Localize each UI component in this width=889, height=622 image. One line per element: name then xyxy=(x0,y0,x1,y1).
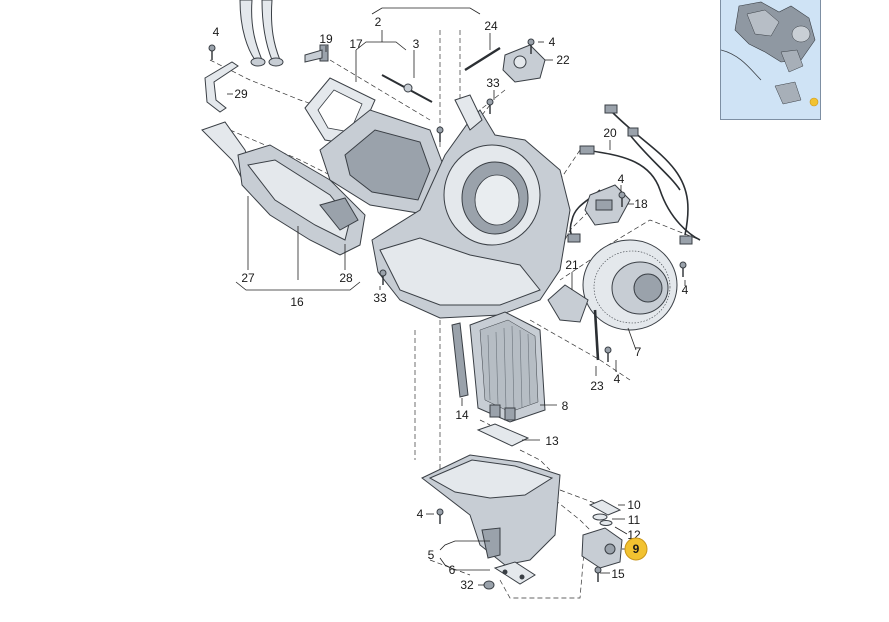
screws xyxy=(208,38,687,582)
label-32: 32 xyxy=(460,578,474,592)
label-9: 9 xyxy=(633,542,640,556)
screw-icon xyxy=(436,126,444,142)
label-18: 18 xyxy=(634,197,648,211)
flange-6 xyxy=(493,561,536,585)
label-4c: 4 xyxy=(618,172,625,186)
label-24: 24 xyxy=(484,19,498,33)
label-20: 20 xyxy=(603,126,617,140)
label-4e: 4 xyxy=(614,372,621,386)
label-4f: 4 xyxy=(417,507,424,521)
bracket-29 xyxy=(204,61,239,113)
gaskets-10-11-12 xyxy=(588,499,622,526)
callout-9-highlight[interactable]: 9 xyxy=(622,537,648,561)
label-10: 10 xyxy=(627,498,641,512)
label-15: 15 xyxy=(611,567,625,581)
label-19: 19 xyxy=(319,32,333,46)
screw-icon xyxy=(618,191,626,207)
screw-icon xyxy=(527,38,535,54)
servo-motor-22 xyxy=(502,44,546,83)
lower-housing-5 xyxy=(421,454,561,566)
part-labels: 2 3 17 19 4 24 4 22 33 29 20 4 18 21 4 7… xyxy=(213,15,689,592)
label-11: 11 xyxy=(628,513,641,527)
label-4a: 4 xyxy=(213,25,220,39)
blower-regulator-18 xyxy=(584,184,631,226)
blower-fan-7 xyxy=(582,239,678,331)
screw-icon xyxy=(436,508,444,524)
label-21: 21 xyxy=(565,258,579,272)
label-33a: 33 xyxy=(486,76,500,90)
air-distribution-housing xyxy=(319,109,446,216)
sensor-19 xyxy=(304,44,329,63)
label-4d: 4 xyxy=(682,283,689,297)
label-28: 28 xyxy=(339,271,353,285)
label-29: 29 xyxy=(234,87,248,101)
evaporator-8 xyxy=(469,311,546,423)
label-3: 3 xyxy=(413,37,420,51)
screw-icon xyxy=(486,98,494,114)
label-27: 27 xyxy=(241,271,255,285)
rod-23 xyxy=(593,309,600,361)
label-8: 8 xyxy=(562,399,569,413)
seal-13 xyxy=(476,423,530,447)
label-2: 2 xyxy=(375,15,382,29)
label-7: 7 xyxy=(635,345,642,359)
coolant-hoses xyxy=(239,0,284,67)
label-17: 17 xyxy=(349,37,363,51)
main-evaporator-housing xyxy=(371,94,571,319)
label-33b: 33 xyxy=(373,291,387,305)
label-23: 23 xyxy=(590,379,604,393)
label-4b: 4 xyxy=(549,35,556,49)
screw-icon xyxy=(604,346,612,362)
label-6: 6 xyxy=(449,563,456,577)
thumbnail-image xyxy=(721,0,820,119)
label-16: 16 xyxy=(290,295,304,309)
overview-thumbnail[interactable] xyxy=(720,0,821,120)
flap-shaft-3 xyxy=(381,74,433,103)
label-22: 22 xyxy=(556,53,570,67)
leader-lines xyxy=(227,7,686,586)
label-5: 5 xyxy=(428,548,435,562)
screw-icon xyxy=(379,269,387,285)
expansion-valve-9 xyxy=(581,527,623,569)
heater-core-housing-16 xyxy=(201,121,366,256)
seal-strip-14 xyxy=(451,322,469,398)
screw-icon xyxy=(679,261,687,277)
bracket-21 xyxy=(547,284,589,323)
screw-icon xyxy=(208,44,216,60)
cap-32 xyxy=(483,580,495,590)
screw-icon xyxy=(594,566,602,582)
rod-24 xyxy=(464,46,501,72)
label-14: 14 xyxy=(455,408,469,422)
label-13: 13 xyxy=(545,434,559,448)
wiring-harness-20 xyxy=(567,104,701,245)
